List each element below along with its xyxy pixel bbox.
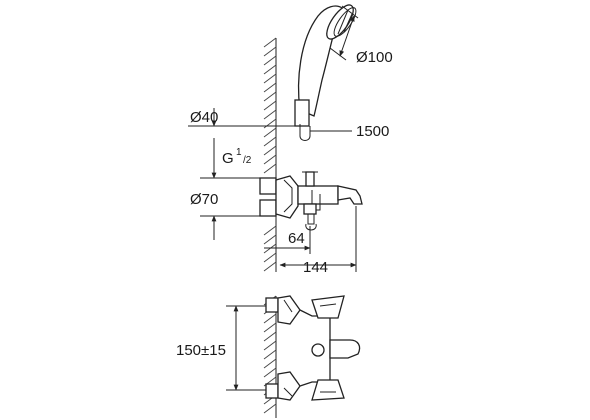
shower-head-diameter-label: Ø100 (356, 49, 393, 66)
dimension-thread: G 1 /2 (211, 138, 252, 179)
hatch-line (263, 145, 277, 156)
dimension-escutcheon: Ø70 (190, 177, 260, 240)
hatch-line (263, 64, 277, 75)
hatch-line (263, 313, 277, 324)
spout-offset-label: 64 (288, 230, 305, 247)
thread-label-sup: 1 (236, 147, 242, 158)
hatch-line (263, 340, 277, 351)
hatch-line (263, 358, 277, 369)
mixer-front-view (265, 295, 361, 401)
wall (263, 37, 277, 418)
hatch-line (263, 109, 277, 120)
dimension-center-distance: 150±15 (176, 305, 266, 391)
hatch-line (263, 331, 277, 342)
hatch-line (263, 82, 277, 93)
hatch-line (263, 37, 277, 48)
hatch-line (263, 252, 277, 263)
hatch-line (263, 225, 277, 236)
projection-label: 144 (303, 259, 328, 276)
center-distance-label: 150±15 (176, 342, 226, 359)
hatch-line (263, 367, 277, 378)
hatch-line (263, 73, 277, 84)
hand-shower (294, 4, 357, 141)
escutcheon-diameter-label: Ø70 (190, 191, 218, 208)
wall-hatching-upper (263, 37, 277, 272)
thread-label-base: G (222, 150, 234, 167)
hose-length-label: 1500 (356, 123, 389, 140)
mixer-side-view (259, 171, 363, 231)
hatch-line (263, 261, 277, 272)
hatch-line (263, 91, 277, 102)
hatch-line (263, 163, 277, 174)
hatch-line (263, 100, 277, 111)
hatch-line (263, 118, 277, 129)
hatch-line (263, 234, 277, 245)
hatch-line (263, 55, 277, 66)
hatch-line (263, 154, 277, 165)
dimension-hose: 1500 (310, 123, 389, 140)
hatch-line (263, 136, 277, 147)
dimension-rail: Ø40 (188, 108, 300, 155)
hatch-line (263, 322, 277, 333)
dimension-shower-head: Ø100 (329, 5, 393, 66)
dimension-projections: 64 144 (264, 206, 357, 276)
rail-diameter-label: Ø40 (190, 109, 218, 126)
hatch-line (263, 127, 277, 138)
thread-label-sub: /2 (243, 155, 252, 166)
hatch-line (263, 46, 277, 57)
hatch-line (263, 349, 277, 360)
hatch-line (263, 403, 277, 414)
